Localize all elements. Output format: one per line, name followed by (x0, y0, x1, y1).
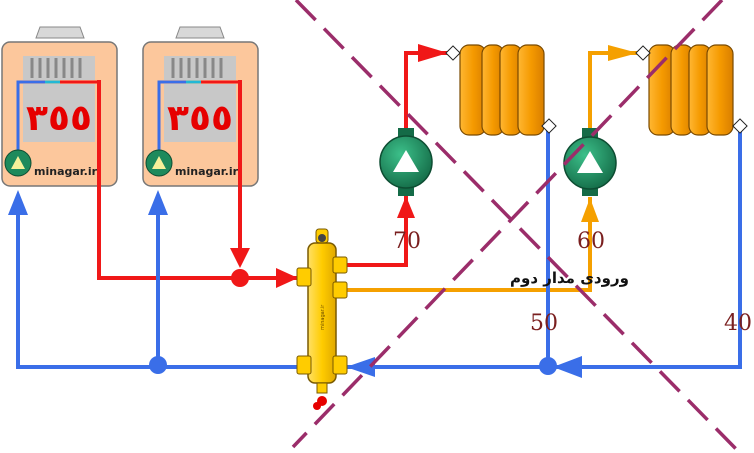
radiator-warm-valve-top (635, 45, 651, 61)
pump-hot (379, 128, 433, 196)
boiler-1-brand: minagar.ir (34, 165, 98, 178)
separator-label: minagar.ir (320, 304, 326, 330)
cross-out-mark (291, 0, 742, 453)
radiator-hot-valve-top (445, 45, 461, 61)
radiator-hot-valve-bottom (541, 118, 557, 134)
boiler-1-display (23, 84, 95, 142)
boiler-pump-icons (4, 149, 173, 177)
boiler-2-fins (171, 58, 223, 78)
flow-arrows (8, 44, 638, 378)
boiler-1-digits: ٣٥٥ (26, 98, 92, 139)
arrow-cold-left-1 (346, 357, 375, 377)
boiler-2-flue (175, 26, 225, 39)
cold-return-pipes (16, 127, 742, 369)
temp-supply-1: 70 (393, 229, 421, 254)
pump-hot-direction-icon (393, 150, 419, 172)
boiler-1: ٣٥٥ minagar.ir (1, 26, 118, 187)
boiler-2-display (164, 84, 236, 142)
arrow-cold-left-2 (553, 356, 582, 378)
cold-junction-left (149, 356, 167, 374)
radiator-warm (635, 44, 748, 136)
boiler-2: ٣٥٥ minagar.ir (142, 26, 259, 187)
arrow-cold-up-left-1 (8, 190, 28, 215)
pump-warm (563, 128, 617, 196)
boiler-1-panel (23, 56, 95, 80)
arrow-hot-down (230, 248, 250, 268)
boiler-2-brand: minagar.ir (175, 165, 239, 178)
temp-return-2: 40 (724, 311, 752, 336)
hot-junction (231, 269, 249, 287)
temp-supply-2: 60 (577, 229, 605, 254)
boiler-internal-pipes (16, 80, 238, 150)
pump-warm-direction-icon (577, 151, 603, 173)
hydraulic-separator: minagar.ir (296, 228, 348, 410)
arrow-hot-radiator (418, 44, 448, 62)
boiler-1-flue (35, 26, 85, 39)
cold-junction-right (539, 357, 557, 375)
arrow-warm-radiator (608, 45, 638, 61)
boiler-1-fins (30, 58, 82, 78)
radiator-hot (445, 44, 557, 136)
second-circuit-inlet-label: ورودی مدار دوم (510, 269, 629, 287)
arrow-warm-up (581, 198, 599, 222)
arrow-hot-up (397, 196, 415, 218)
arrow-cold-up-left-2 (148, 190, 168, 215)
boiler-2-panel (164, 56, 236, 80)
arrow-hot-right (276, 268, 298, 288)
temp-return-1: 50 (530, 311, 558, 336)
radiator-warm-valve-bottom (732, 118, 748, 134)
boiler-2-digits: ٣٥٥ (167, 98, 233, 139)
